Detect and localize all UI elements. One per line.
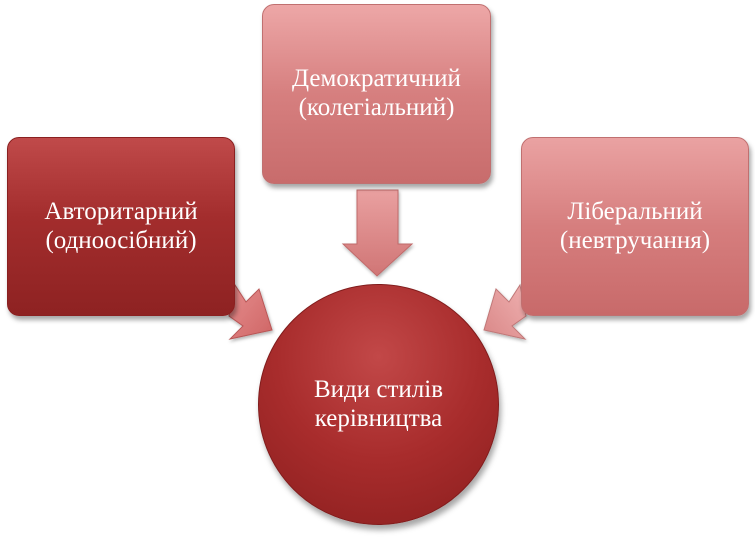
- arrow-authoritarian-to-center: [228, 283, 273, 340]
- center-node-line1: Види стилів: [313, 375, 444, 403]
- node-authoritarian: Авторитарний (одноосібний): [7, 137, 235, 316]
- node-liberal: Ліберальний (невтручання): [521, 137, 749, 316]
- center-node-leadership-styles: Види стилів керівництва: [258, 284, 499, 525]
- node-democratic-line2: (колегіальний): [298, 94, 455, 121]
- node-liberal-line2: (невтручання): [559, 226, 711, 254]
- node-democratic-line1: Демократичний: [292, 65, 461, 93]
- arrow-liberal-to-center: [483, 283, 527, 340]
- arrow-democratic-to-center: [341, 189, 414, 277]
- center-node-line2: керівництва: [314, 404, 443, 432]
- node-authoritarian-line2: (одноосібний): [45, 226, 197, 254]
- node-liberal-line1: Ліберальний: [567, 197, 703, 225]
- node-democratic: Демократичний (колегіальний): [262, 4, 491, 184]
- node-authoritarian-line1: Авторитарний: [44, 197, 198, 225]
